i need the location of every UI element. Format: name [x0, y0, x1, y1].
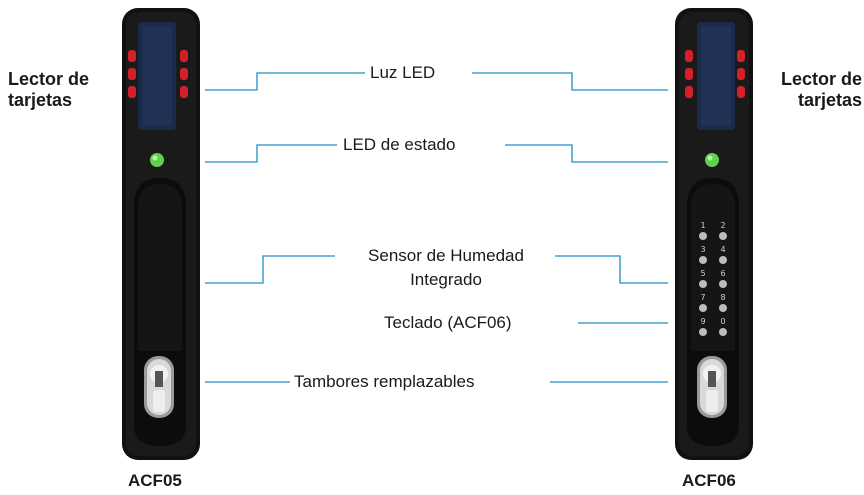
status-led	[150, 153, 164, 167]
callout-status-led: LED de estado	[343, 135, 456, 155]
keypad: 1 2 3 4 5 6 7 8 9 0	[699, 221, 727, 336]
callout-led-light: Luz LED	[370, 63, 436, 83]
callout-humidity-sensor: Sensor de Humedad Integrado	[340, 246, 552, 290]
leader-line-status-left	[205, 144, 337, 163]
key-label: 6	[720, 269, 725, 278]
leader-line-led-left	[205, 72, 365, 91]
key-label: 2	[720, 221, 725, 230]
key-label: 0	[720, 317, 725, 326]
lock-device-acf06: 1 2 3 4 5 6 7 8 9 0	[667, 6, 763, 466]
cylinder	[697, 356, 727, 418]
callout-keypad: Teclado (ACF06)	[384, 313, 512, 333]
key-label: 1	[700, 221, 705, 230]
leader-line-sensor-left	[205, 255, 335, 284]
leader-line-status-right	[505, 144, 668, 163]
key-label: 8	[720, 293, 725, 302]
status-led	[705, 153, 719, 167]
model-label-acf05: ACF05	[128, 471, 182, 490]
callout-cylinders: Tambores remplazables	[294, 372, 475, 392]
cylinder	[144, 356, 174, 418]
leader-line-sensor-right	[555, 255, 668, 284]
model-label-acf06: ACF06	[682, 471, 736, 490]
lock-device-acf05	[114, 6, 210, 466]
key-label: 3	[700, 245, 705, 254]
card-reader-label-right: Lector de tarjetas	[780, 69, 862, 110]
leader-line-led-right	[472, 72, 668, 91]
key-label: 7	[700, 293, 705, 302]
card-reader-label-left: Lector de tarjetas	[8, 69, 90, 110]
key-label: 9	[700, 317, 705, 326]
key-label: 4	[720, 245, 725, 254]
key-label: 5	[700, 269, 705, 278]
